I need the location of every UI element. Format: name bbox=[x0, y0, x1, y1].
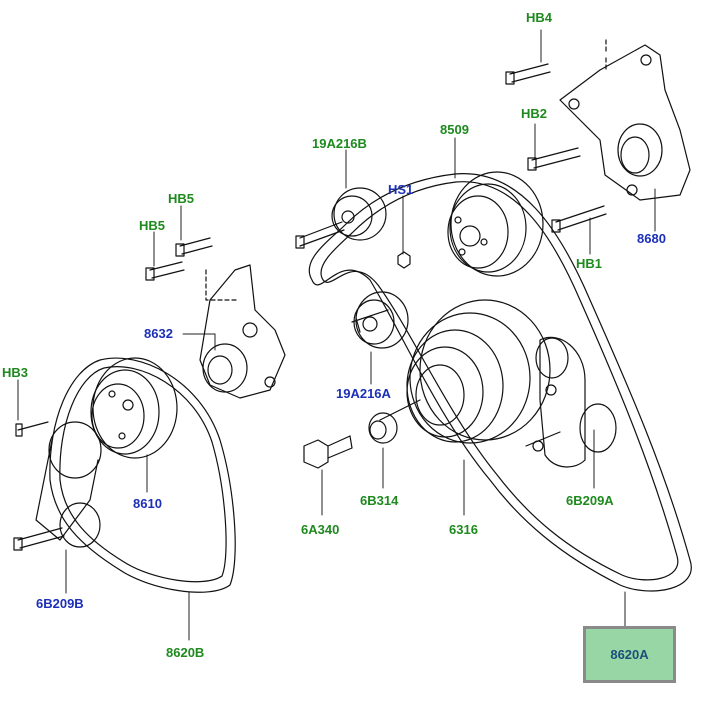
callout-hb2[interactable]: HB2 bbox=[521, 106, 548, 121]
pulley-8610 bbox=[90, 357, 178, 459]
callout-hb1[interactable]: HB1 bbox=[576, 256, 603, 271]
callout-hb5-b[interactable]: HB5 bbox=[139, 218, 166, 233]
callout-8620b[interactable]: 8620B bbox=[166, 645, 205, 660]
washer-6b314 bbox=[368, 412, 398, 444]
pulley-8509 bbox=[447, 171, 544, 277]
callout-8610[interactable]: 8610 bbox=[133, 496, 162, 511]
selected-part-8620a[interactable]: 8620A bbox=[583, 626, 676, 683]
bolts-hb5 bbox=[145, 237, 213, 281]
bolt-6a340 bbox=[303, 435, 353, 469]
callout-8509[interactable]: 8509 bbox=[440, 122, 469, 137]
idler-19a216b bbox=[295, 187, 387, 249]
callout-hs1[interactable]: HS1 bbox=[388, 182, 414, 197]
callout-hb5-a[interactable]: HB5 bbox=[168, 191, 195, 206]
bracket-8680 bbox=[559, 39, 691, 201]
callout-6b314[interactable]: 6B314 bbox=[360, 493, 399, 508]
tensioner-8632 bbox=[199, 264, 286, 399]
callout-hb4[interactable]: HB4 bbox=[526, 10, 553, 25]
callout-6b209b[interactable]: 6B209B bbox=[36, 596, 84, 611]
callout-6b209a[interactable]: 6B209A bbox=[566, 493, 614, 508]
tensioner-6b209a bbox=[525, 336, 617, 468]
callout-6316[interactable]: 6316 bbox=[449, 522, 478, 537]
bolts-right bbox=[397, 63, 607, 269]
belt-8620a bbox=[308, 173, 692, 592]
callout-8680[interactable]: 8680 bbox=[637, 231, 666, 246]
leader-lines bbox=[17, 29, 656, 641]
callout-6a340[interactable]: 6A340 bbox=[301, 522, 340, 537]
callout-19a216b[interactable]: 19A216B bbox=[312, 136, 367, 151]
callout-19a216a[interactable]: 19A216A bbox=[336, 386, 391, 401]
selected-part-label: 8620A bbox=[610, 647, 649, 662]
callout-8632[interactable]: 8632 bbox=[144, 326, 173, 341]
belt-8620b bbox=[49, 357, 236, 593]
tensioner-6b209b bbox=[13, 421, 102, 551]
callout-hb3[interactable]: HB3 bbox=[2, 365, 29, 380]
crank-pulley-6316 bbox=[379, 299, 551, 444]
idler-19a216a bbox=[351, 291, 409, 349]
